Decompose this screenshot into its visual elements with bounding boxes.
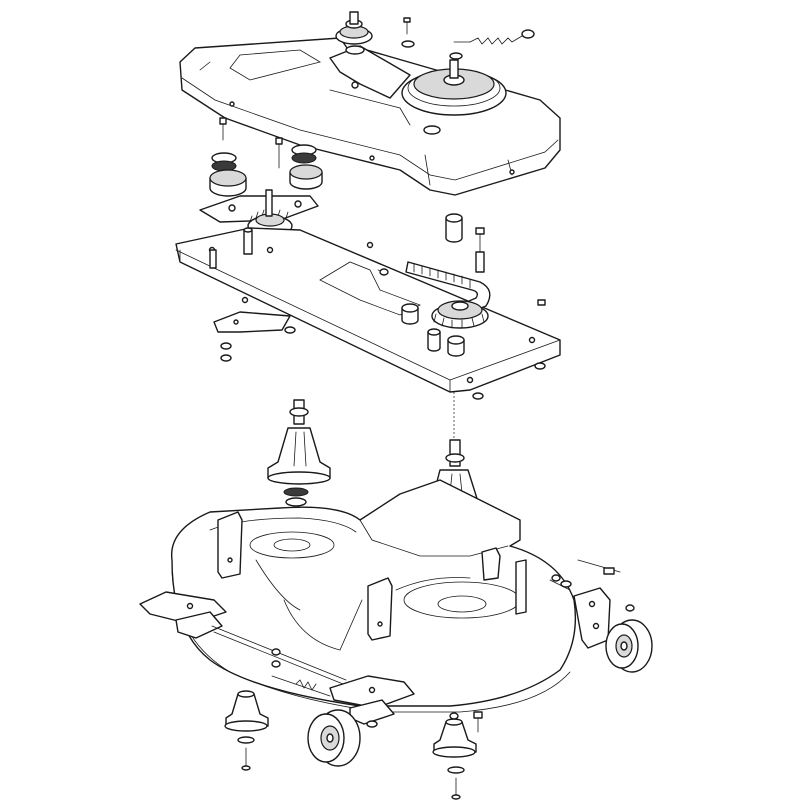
- belt-pulley-right: [431, 300, 489, 329]
- blade-hub-right: [432, 718, 477, 800]
- tension-spring: [453, 29, 535, 45]
- gauge-wheel-right: [605, 619, 653, 673]
- adjust-rod: [271, 660, 331, 697]
- bearing-left: [209, 164, 323, 197]
- belt-cover: [179, 37, 561, 196]
- spindle-left: [267, 399, 331, 515]
- mounting-plate: [175, 227, 561, 393]
- blade-hub-left: [224, 690, 269, 771]
- bolt-left-1: [219, 117, 227, 141]
- deck-fasteners: [271, 648, 483, 733]
- bolt-left-2: [275, 137, 283, 169]
- rear-axle-bracket: [549, 559, 635, 649]
- gauge-wheel-left: [307, 709, 361, 767]
- deck-bracket-left: [217, 511, 243, 579]
- front-linkage-left: [139, 591, 349, 687]
- deck-bracket-center: [367, 577, 393, 641]
- plate-hardware: [209, 213, 546, 400]
- washer-stack-left: [211, 144, 317, 172]
- top-idler-pulley: [335, 11, 373, 55]
- drive-pulley: [401, 52, 507, 116]
- deck-bracket-right: [481, 547, 527, 615]
- idler-arm: [199, 195, 319, 223]
- lower-bracket: [213, 311, 291, 333]
- bolt-top-1: [401, 17, 415, 48]
